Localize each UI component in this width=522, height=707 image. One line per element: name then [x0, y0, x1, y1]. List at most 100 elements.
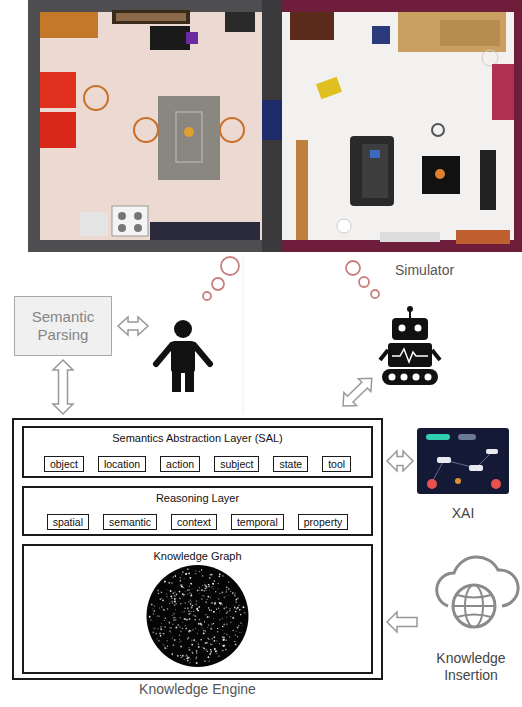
- graph-dot: [233, 605, 235, 607]
- illustration-part: [262, 0, 282, 252]
- graph-dot: [182, 655, 184, 657]
- graph-dot: [152, 608, 153, 609]
- graph-dot: [173, 620, 174, 621]
- graph-dot: [218, 602, 220, 604]
- illustration-part: [372, 26, 390, 44]
- graph-dot: [198, 623, 200, 625]
- graph-dot: [179, 639, 180, 640]
- graph-dot: [159, 607, 161, 609]
- graph-dot: [219, 610, 221, 612]
- graph-dot: [161, 606, 162, 607]
- graph-dot: [197, 633, 199, 635]
- node-label: Knowledge Engine: [14, 681, 381, 697]
- illustration-part: [370, 150, 380, 158]
- graph-dot: [195, 603, 197, 605]
- graph-dot: [185, 573, 187, 575]
- illustration-part: [147, 565, 249, 667]
- node-label: object: [50, 458, 78, 471]
- graph-dot: [198, 590, 199, 591]
- graph-dot: [173, 576, 175, 578]
- graph-dot: [170, 627, 171, 628]
- graph-dot: [227, 611, 228, 612]
- graph-dot: [191, 611, 192, 612]
- illustration-part: [453, 605, 495, 607]
- graph-dot: [224, 597, 226, 599]
- illustration-part: [184, 127, 194, 137]
- caption-label: Simulator: [395, 262, 454, 278]
- graph-dot: [204, 584, 206, 586]
- illustration-part: [455, 478, 461, 484]
- graph-dot: [187, 590, 189, 592]
- graph-dot: [153, 610, 155, 612]
- graph-dot: [218, 608, 220, 610]
- graph-dot: [163, 630, 165, 632]
- engine-box: Knowledge EngineSemantics Abstraction La…: [12, 418, 383, 680]
- graph-dot: [190, 577, 192, 579]
- graph-dot: [164, 626, 166, 628]
- graph-dot: [157, 615, 158, 616]
- graph-dot: [219, 593, 220, 594]
- graph-dot: [184, 602, 186, 604]
- graph-dot: [151, 620, 153, 622]
- graph-dot: [240, 622, 241, 623]
- graph-dot: [204, 621, 205, 622]
- graph-dot: [182, 622, 183, 623]
- node-label: Reasoning Layer: [24, 492, 371, 504]
- graph-dot: [201, 598, 202, 599]
- graph-dot: [226, 606, 227, 607]
- graph-dot: [171, 598, 172, 599]
- node-label: semantic: [109, 516, 151, 529]
- graph-dot: [169, 603, 170, 604]
- graph-dot: [218, 583, 219, 584]
- illustration-part: [176, 112, 202, 162]
- illustration-part: [134, 224, 142, 232]
- graph-dot: [199, 571, 200, 572]
- graph-dot: [180, 580, 181, 581]
- graph-dot: [196, 650, 198, 652]
- graph-dot: [174, 604, 176, 606]
- graph-dot: [183, 612, 185, 614]
- graph-dot: [203, 647, 205, 649]
- graph-dot: [173, 639, 175, 641]
- graph-dot: [184, 659, 185, 660]
- graph-dot: [152, 632, 154, 634]
- graph-dot: [219, 619, 220, 620]
- graph-dot: [188, 610, 190, 612]
- graph-dot: [203, 590, 205, 592]
- graph-dot: [175, 576, 176, 577]
- graph-dot: [230, 616, 231, 617]
- graph-dot: [177, 593, 178, 594]
- graph-dot: [223, 640, 224, 641]
- graph-dot: [190, 588, 192, 590]
- graph-dot: [170, 632, 172, 634]
- graph-dot: [169, 630, 171, 632]
- illustration-part: [150, 26, 190, 50]
- graph-dot: [183, 587, 184, 588]
- graph-dot: [211, 625, 213, 627]
- graph-dot: [187, 568, 189, 570]
- graph-dot: [223, 624, 225, 626]
- graph-dot: [191, 606, 192, 607]
- category-chip: temporal: [231, 514, 284, 530]
- graph-dot: [216, 609, 217, 610]
- node-label: context: [177, 516, 211, 529]
- graph-dot: [184, 591, 186, 593]
- graph-dot: [224, 643, 226, 645]
- graph-dot: [241, 625, 243, 627]
- graph-dot: [179, 598, 180, 599]
- graph-dot: [197, 610, 199, 612]
- illustration-part: [84, 86, 108, 110]
- graph-dot: [235, 599, 237, 601]
- graph-dot: [202, 627, 203, 628]
- divider: [243, 256, 244, 414]
- graph-dot: [182, 571, 184, 573]
- illustration-part: [174, 320, 192, 338]
- graph-dot: [205, 642, 207, 644]
- graph-dot: [195, 658, 197, 660]
- graph-dot: [211, 586, 213, 588]
- illustration-part: [380, 350, 388, 360]
- graph-dot: [212, 583, 214, 585]
- graph-dot: [184, 655, 186, 657]
- graph-dot: [230, 622, 231, 623]
- graph-dot: [167, 640, 168, 641]
